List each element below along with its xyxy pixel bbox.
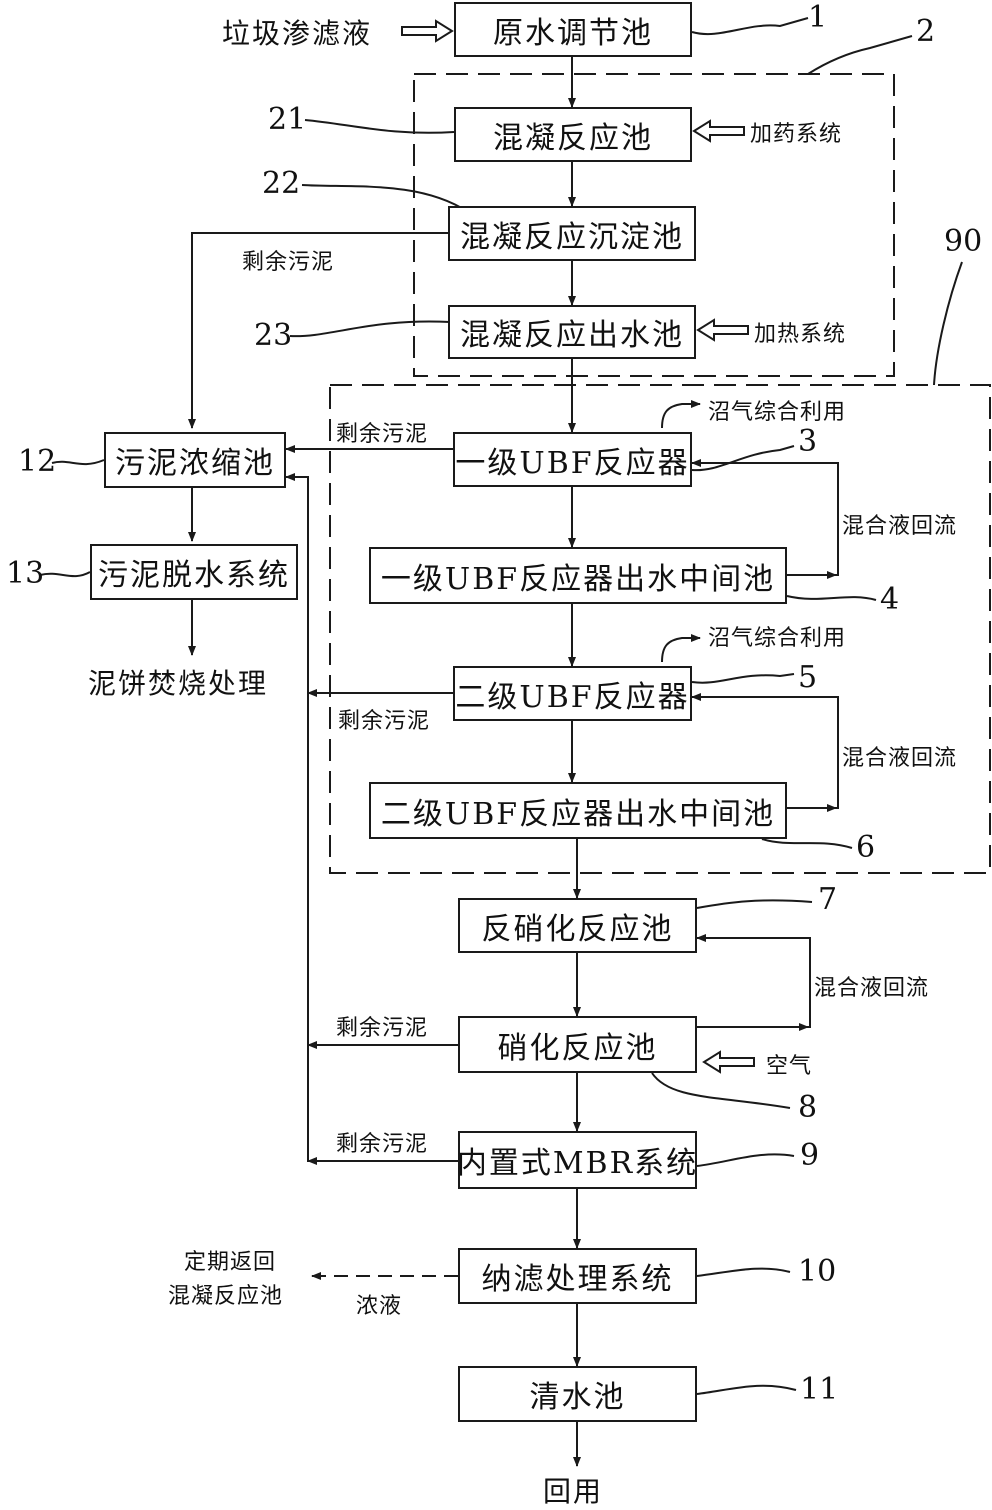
sludge-line (188, 232, 448, 429)
biogas-arrow-2 (661, 634, 701, 663)
periodic-return-label: 定期返回 (184, 1250, 277, 1275)
ubf-2-intermediate-tank: 二级UBF反应器出水中间池 (369, 782, 787, 839)
raw-water-tank: 原水调节池 (454, 2, 692, 57)
ref-number: 21 (268, 102, 307, 137)
leader-line (807, 35, 913, 75)
heating-hollow-arrow (696, 318, 749, 342)
biogas-use-label: 沼气综合利用 (708, 400, 847, 425)
reuse-label: 回用 (543, 1475, 604, 1508)
leader-line (696, 1384, 797, 1395)
ref-number: 9 (800, 1138, 820, 1173)
periodic-return-target-label: 混凝反应池 (168, 1284, 284, 1309)
leader-line (696, 899, 813, 909)
coagulation-outlet-tank: 混凝反应出水池 (448, 305, 696, 359)
ubf-group-boundary (329, 384, 991, 874)
excess-sludge-label: 剩余污泥 (336, 422, 429, 447)
ref-number: 8 (798, 1090, 818, 1125)
denitrification-tank: 反硝化反应池 (458, 898, 697, 953)
excess-sludge-label: 剩余污泥 (336, 1132, 429, 1157)
dosing-hollow-arrow (692, 119, 745, 143)
sludge-thickener: 污泥浓缩池 (104, 432, 286, 488)
leader-line (696, 1153, 795, 1167)
mixed-return-label: 混合液回流 (842, 746, 958, 771)
coagulation-settling-tank: 混凝反应沉淀池 (448, 206, 696, 261)
ref-number: 6 (856, 830, 876, 865)
ref-number: 90 (944, 224, 983, 259)
inflow-hollow-arrow (401, 19, 454, 43)
ref-number: 1 (808, 0, 828, 35)
ref-number: 11 (800, 1372, 839, 1407)
leader-line (691, 445, 795, 472)
nitrification-tank: 硝化反应池 (458, 1016, 697, 1073)
concentrate-label: 浓液 (356, 1294, 403, 1319)
dosing-system-label: 加药系统 (750, 122, 843, 147)
ubf-1-intermediate-tank: 一级UBF反应器出水中间池 (369, 547, 787, 604)
leader-line (691, 17, 809, 36)
ref-number: 4 (880, 582, 900, 617)
excess-sludge-label: 剩余污泥 (336, 1016, 429, 1041)
leader-line (51, 459, 105, 466)
mbr-system: 内置式MBR系统 (457, 1131, 697, 1189)
ref-number: 2 (916, 14, 936, 49)
coagulation-group-boundary (413, 73, 895, 377)
ref-number: 3 (798, 424, 818, 459)
biogas-use-label: 沼气综合利用 (708, 626, 847, 651)
sludge-dewatering-system: 污泥脱水系统 (90, 544, 298, 600)
ref-number: 12 (18, 444, 57, 479)
mixed-return-label: 混合液回流 (814, 976, 930, 1001)
biogas-arrow-1 (661, 400, 701, 429)
excess-sludge-label: 剩余污泥 (242, 250, 335, 275)
leachate-input-label: 垃圾渗滤液 (222, 17, 373, 50)
mixed-return-label: 混合液回流 (842, 514, 958, 539)
nanofiltration-system: 纳滤处理系统 (458, 1248, 697, 1304)
ubf-reactor-1: 一级UBF反应器 (453, 432, 692, 487)
air-hollow-arrow (702, 1050, 755, 1074)
leader-line (786, 595, 877, 601)
clear-water-tank: 清水池 (458, 1366, 697, 1422)
leader-line (301, 184, 469, 213)
leader-line (289, 320, 451, 338)
leader-line (696, 1267, 791, 1277)
mixed-return-line (696, 934, 811, 1028)
ref-number: 10 (798, 1254, 837, 1289)
ubf-reactor-2: 二级UBF反应器 (453, 666, 692, 721)
ref-number: 5 (798, 660, 818, 695)
leader-line (761, 838, 853, 849)
leader-line (691, 673, 795, 684)
coagulation-reaction-tank: 混凝反应池 (454, 107, 692, 162)
ref-number: 22 (262, 166, 301, 201)
cake-incineration-label: 泥饼焚烧处理 (88, 667, 269, 700)
leader-line (39, 571, 91, 578)
leader-line (651, 1072, 791, 1109)
ref-number: 13 (6, 556, 45, 591)
ref-number: 7 (818, 882, 838, 917)
excess-sludge-label: 剩余污泥 (338, 709, 431, 734)
air-label: 空气 (766, 1054, 813, 1079)
leader-line (933, 261, 963, 386)
heating-system-label: 加热系统 (754, 322, 847, 347)
ref-number: 23 (254, 318, 293, 353)
leader-line (304, 119, 455, 134)
